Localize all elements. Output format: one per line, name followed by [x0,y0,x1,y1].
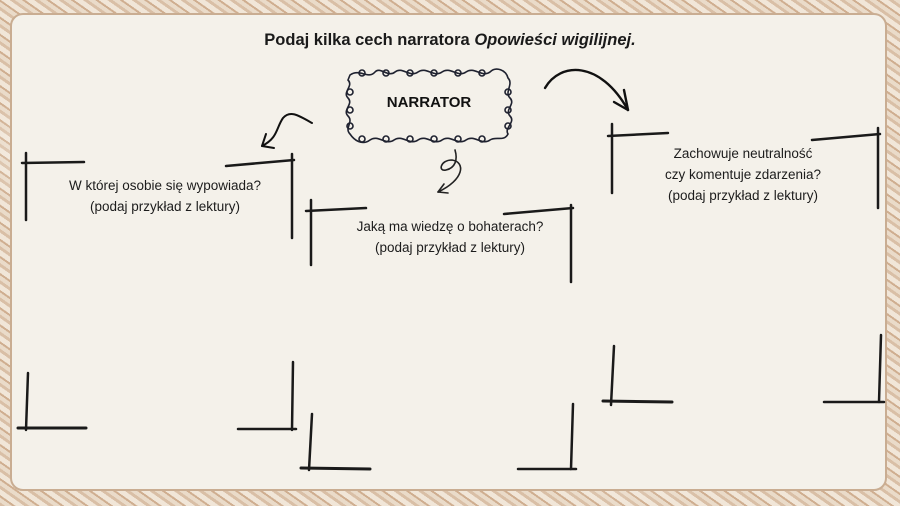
question-frame-3: Zachowuje neutralność czy komentuje zdar… [618,143,868,206]
arrow-right-icon [543,68,630,112]
curly-frame-icon [345,68,513,144]
worksheet-card [10,13,887,491]
question-3-text-b: czy komentuje zdarzenia? [664,167,822,182]
narrator-label: NARRATOR [386,94,472,111]
frame-3-corners [601,122,886,407]
arrow-left-icon [261,112,313,149]
question-frame-1: W której osobie się wypowiada? (podaj pr… [40,175,290,217]
question-2-text: Jaką ma wiedzę o bohaterach? [356,219,544,234]
page-title: Podaj kilka cech narratora Opowieści wig… [0,31,900,50]
arrow-loop-down-icon [437,149,462,194]
question-3-hint: (podaj przykład z lektury) [667,188,819,203]
question-1-hint: (podaj przykład z lektury) [89,199,241,214]
frame-1-corners [16,151,298,432]
question-1-text: W której osobie się wypowiada? [68,178,262,193]
title-text: Podaj kilka cech narratora [264,31,475,49]
question-3-text-a: Zachowuje neutralność [673,146,813,161]
question-frame-2: Jaką ma wiedzę o bohaterach? (podaj przy… [325,216,575,258]
title-book-name: Opowieści wigilijnej. [474,31,636,49]
frame-2-corners [299,198,578,472]
question-2-hint: (podaj przykład z lektury) [374,240,526,255]
